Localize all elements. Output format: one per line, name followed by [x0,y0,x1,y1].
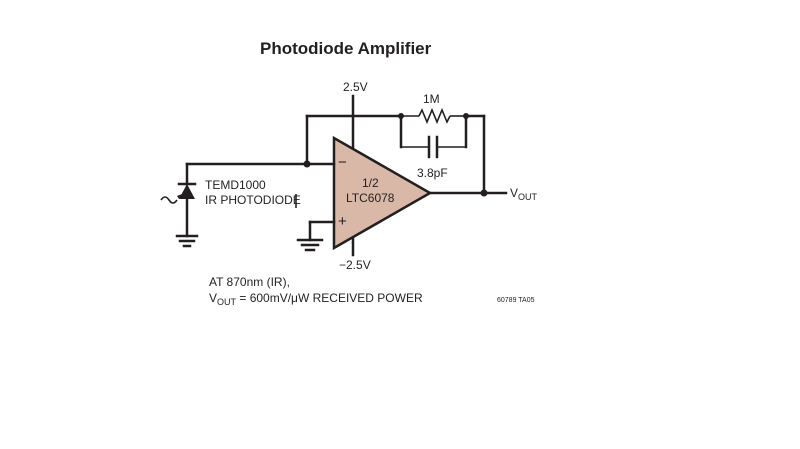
inverting-junction-dot [303,160,311,168]
note-line1: AT 870nm (IR), [209,275,290,289]
note-line2: VOUT = 600mV/μW RECEIVED POWER [209,291,423,307]
note-line2-v: V [209,291,217,305]
light-wave-icon [160,194,182,204]
photodiode-icon [179,184,195,199]
figure-code: 60789 TA05 [497,297,535,304]
resistor-label: 1M [423,92,440,106]
note-line2-rest: = 600mV/μW RECEIVED POWER [236,291,423,305]
output-label-v: V [510,186,518,200]
noninverting-input-sign: + [338,213,347,230]
photodiode-label-line1: TEMD1000 [205,178,266,192]
negative-supply-label: −2.5V [339,258,371,272]
inverting-input-sign: − [338,154,347,171]
opamp-label-line1: 1/2 [362,176,379,190]
output-junction-dot [480,189,488,197]
ground-icon [296,238,324,252]
capacitor-label: 3.8pF [417,166,448,180]
feedback-resistor [418,107,451,125]
opamp-label-line2: LTC6078 [346,191,395,205]
output-label-sub: OUT [518,192,538,202]
diagram-title: Photodiode Amplifier [260,39,432,58]
positive-supply-label: 2.5V [343,80,368,94]
ground-icon [175,234,199,248]
photodiode-label-line2: IR PHOTODIODE [205,193,301,207]
output-label: VOUT [510,186,538,202]
opamp-symbol [332,135,433,251]
note-line2-sub: OUT [217,297,237,307]
